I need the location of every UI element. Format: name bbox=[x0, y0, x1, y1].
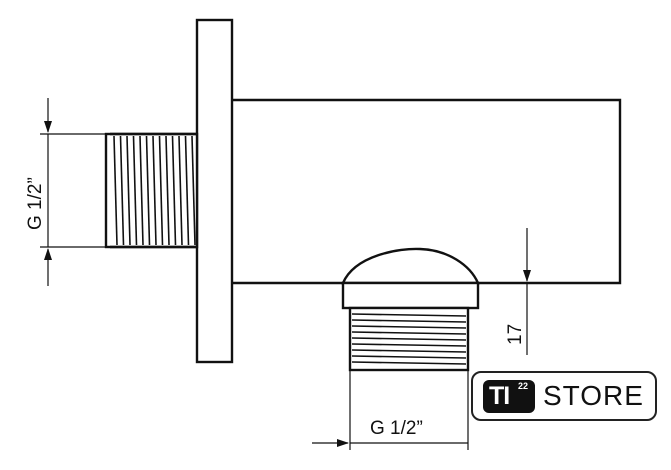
thread-line bbox=[351, 325, 467, 329]
bottom-thread-dimension bbox=[312, 370, 469, 450]
bottom-thread-label: G 1/2” bbox=[370, 418, 423, 439]
thread-line bbox=[351, 343, 467, 347]
thread-line bbox=[139, 135, 144, 246]
left-thread-dimension bbox=[40, 98, 106, 286]
elbow-body bbox=[232, 98, 622, 285]
thread-line bbox=[178, 135, 183, 246]
outlet-height-label: 17 bbox=[505, 324, 526, 345]
thread-line bbox=[119, 135, 125, 246]
logo-word: STORE bbox=[543, 380, 644, 411]
wall-flange bbox=[195, 18, 234, 364]
thread-line bbox=[152, 135, 157, 246]
thread-line bbox=[351, 361, 467, 365]
logo-superscript: 22 bbox=[518, 381, 529, 391]
thread-line bbox=[158, 135, 164, 246]
store-logo: TI 22 STORE bbox=[471, 371, 657, 421]
thread-line bbox=[351, 355, 467, 359]
thread-line bbox=[351, 349, 467, 353]
logo-mark: TI 22 bbox=[483, 380, 535, 413]
thread-line bbox=[351, 331, 467, 335]
thread-line bbox=[351, 319, 467, 323]
thread-line bbox=[132, 135, 138, 246]
outlet-hex bbox=[341, 281, 480, 310]
thread-line bbox=[171, 135, 177, 246]
left-thread-label: G 1/2” bbox=[25, 177, 46, 230]
thread-line bbox=[145, 135, 151, 246]
logo-mark-text: TI bbox=[489, 382, 510, 410]
outlet-height-dimension bbox=[478, 228, 531, 355]
left-thread bbox=[104, 132, 199, 249]
outlet-dome bbox=[341, 247, 480, 285]
bottom-thread bbox=[348, 306, 470, 372]
thread-line bbox=[351, 337, 467, 341]
thread-line bbox=[184, 135, 190, 246]
thread-line bbox=[351, 313, 467, 317]
thread-line bbox=[126, 135, 131, 246]
thread-line bbox=[191, 135, 196, 246]
thread-line bbox=[113, 135, 118, 246]
thread-line bbox=[165, 135, 170, 246]
